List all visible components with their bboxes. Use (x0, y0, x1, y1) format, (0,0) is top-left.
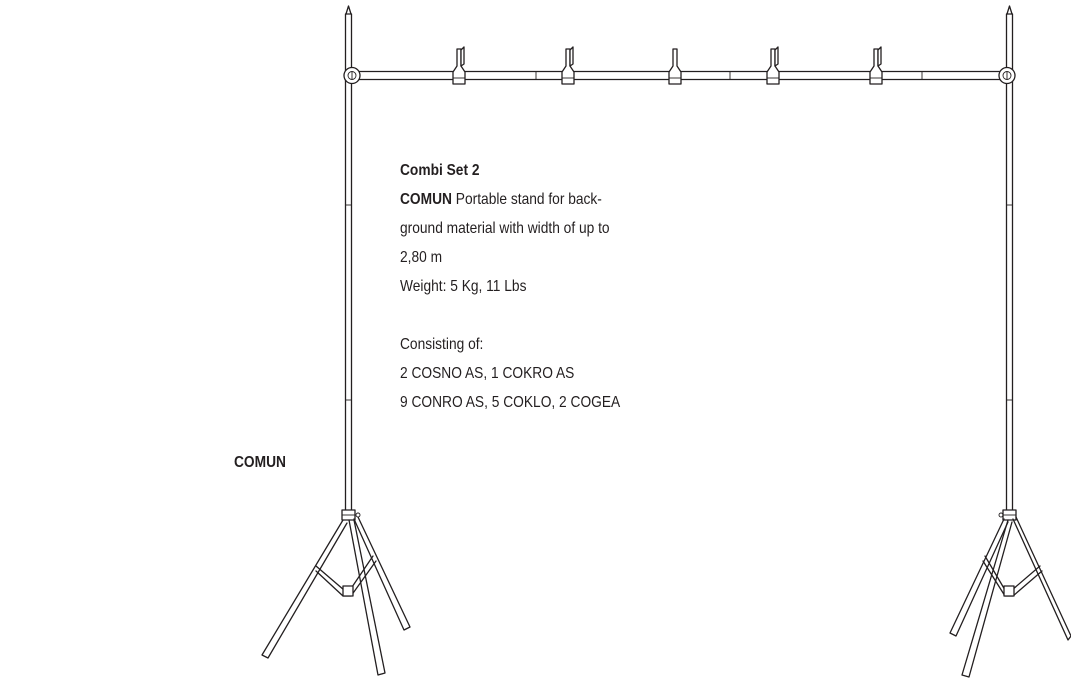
clip-2 (561, 46, 575, 85)
clip-3 (668, 48, 682, 85)
right-tripod (949, 509, 1071, 678)
description-line-1: Portable stand for back- (455, 191, 602, 208)
product-summary: COMUN Portable stand for back- (400, 185, 675, 214)
weight-text: Weight: 5 Kg, 11 Lbs (400, 278, 527, 295)
spacer (400, 301, 675, 330)
product-description: Combi Set 2 COMUN Portable stand for bac… (400, 156, 675, 417)
product-title: Combi Set 2 (400, 162, 480, 179)
description-line-3: 2,80 m (400, 249, 443, 266)
left-joint (343, 66, 361, 85)
right-joint (998, 66, 1016, 85)
clip-4 (766, 46, 780, 85)
consisting-label: Consisting of: (400, 336, 484, 353)
brand-name: COMUN (400, 191, 452, 208)
component-line-1: 2 COSNO AS, 1 COKRO AS (400, 365, 575, 382)
clip-1 (452, 46, 466, 85)
description-line-2: ground material with width of up to (400, 220, 610, 237)
clip-5 (869, 46, 883, 85)
left-tripod (261, 509, 411, 676)
stand-label: COMUN (234, 454, 286, 471)
component-line-2: 9 CONRO AS, 5 COKLO, 2 COGEA (400, 394, 621, 411)
